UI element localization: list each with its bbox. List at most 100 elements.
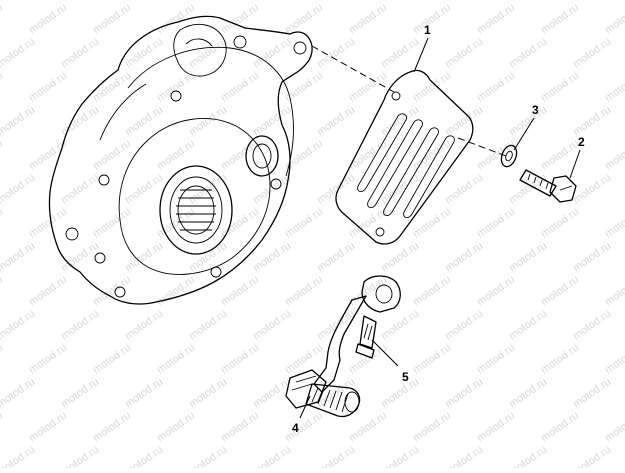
watermark-text: motod.ru [155, 138, 197, 173]
callout-2: 2 [578, 135, 585, 149]
watermark-text: motod.ru [283, 410, 325, 445]
watermark-text: motod.ru [411, 2, 453, 37]
watermark-text: motod.ru [27, 206, 69, 241]
watermark-text: motod.ru [443, 444, 485, 468]
watermark-text: motod.ru [123, 376, 165, 411]
watermark-text: motod.ru [475, 274, 517, 309]
watermark-text: motod.ru [59, 172, 101, 207]
watermark-text: motod.ru [0, 444, 37, 468]
watermark-text: motod.ru [123, 240, 165, 275]
watermark-text: motod.ru [251, 36, 293, 71]
watermark-text: motod.ru [539, 70, 581, 105]
watermark-text: motod.ru [123, 36, 165, 71]
watermark-text: motod.ru [0, 2, 5, 37]
watermark-text: motod.ru [507, 376, 549, 411]
watermark-text: motod.ru [443, 376, 485, 411]
watermark-text: motod.ru [443, 172, 485, 207]
watermark-text: motod.ru [571, 104, 613, 139]
watermark-text: motod.ru [251, 104, 293, 139]
watermark-text: motod.ru [571, 36, 613, 71]
watermark-text: motod.ru [155, 410, 197, 445]
watermark-text: motod.ru [475, 2, 517, 37]
watermark-text: motod.ru [443, 104, 485, 139]
watermark-text: motod.ru [59, 104, 101, 139]
watermark-text: motod.ru [0, 274, 5, 309]
watermark-text: motod.ru [603, 342, 625, 377]
watermark-text: motod.ru [571, 308, 613, 343]
watermark-text: motod.ru [91, 138, 133, 173]
watermark-text: motod.ru [603, 2, 625, 37]
watermark-text: motod.ru [475, 342, 517, 377]
watermark-text: motod.ru [571, 444, 613, 468]
watermark-text: motod.ru [315, 308, 357, 343]
bolt [519, 169, 577, 203]
watermark-text: motod.ru [507, 308, 549, 343]
watermark-text: motod.ru [155, 342, 197, 377]
watermark-text: motod.ru [91, 410, 133, 445]
watermark-text: motod.ru [283, 342, 325, 377]
watermark-text: motod.ru [0, 308, 37, 343]
watermark-text: motod.ru [571, 0, 613, 2]
watermark-text: motod.ru [219, 342, 261, 377]
watermark-text: motod.ru [475, 206, 517, 241]
watermark-text: motod.ru [59, 444, 101, 468]
watermark-text: motod.ru [539, 2, 581, 37]
watermark-text: motod.ru [315, 240, 357, 275]
watermark-text: motod.ru [603, 206, 625, 241]
watermark-text: motod.ru [603, 274, 625, 309]
watermark-text: motod.ru [475, 138, 517, 173]
watermark-text: motod.ru [0, 172, 37, 207]
watermark-text: motod.ru [507, 444, 549, 468]
watermark-text: motod.ru [443, 36, 485, 71]
watermark-text: motod.ru [411, 138, 453, 173]
watermark-text: motod.ru [411, 410, 453, 445]
watermark-text: motod.ru [187, 240, 229, 275]
watermark-text: motod.ru [539, 138, 581, 173]
guard-plate [335, 69, 474, 245]
watermark-text: motod.ru [219, 274, 261, 309]
watermark-text: motod.ru [91, 342, 133, 377]
watermark-text: motod.ru [155, 274, 197, 309]
watermark-text: motod.ru [379, 36, 421, 71]
watermark-text: motod.ru [187, 308, 229, 343]
watermark-text: motod.ru [507, 0, 549, 2]
watermark-text: motod.ru [379, 240, 421, 275]
watermark-text: motod.ru [347, 410, 389, 445]
watermark-text: motod.ru [123, 0, 165, 2]
watermark-text: motod.ru [251, 308, 293, 343]
watermark-text: motod.ru [379, 308, 421, 343]
watermark-text: motod.ru [0, 206, 5, 241]
alignment-line-bolt [457, 137, 507, 157]
alignment-line-cover [311, 45, 395, 93]
leader-1 [413, 37, 429, 73]
watermark-text: motod.ru [475, 410, 517, 445]
watermark-text: motod.ru [571, 172, 613, 207]
watermark-text: motod.ru [603, 410, 625, 445]
watermark-text: motod.ru [475, 70, 517, 105]
watermark-text: motod.ru [27, 410, 69, 445]
watermark-text: motod.ru [443, 240, 485, 275]
watermark-text: motod.ru [539, 342, 581, 377]
watermark-text: motod.ru [91, 2, 133, 37]
watermark-text: motod.ru [539, 410, 581, 445]
watermark-text: motod.ru [123, 444, 165, 468]
watermark-text: motod.ru [187, 0, 229, 2]
watermark-text: motod.ru [283, 70, 325, 105]
watermark-text: motod.ru [0, 240, 37, 275]
watermark-text: motod.ru [411, 70, 453, 105]
watermark-text: motod.ru [251, 172, 293, 207]
watermark-text: motod.ru [187, 444, 229, 468]
watermark-text: motod.ru [27, 274, 69, 309]
leader-4 [299, 395, 311, 419]
callout-3: 3 [532, 103, 539, 117]
watermark-text: motod.ru [59, 36, 101, 71]
watermark-text: motod.ru [315, 444, 357, 468]
watermark-text: motod.ru [411, 206, 453, 241]
watermark-text: motod.ru [603, 70, 625, 105]
watermark-text: motod.ru [27, 2, 69, 37]
engine-side-cover [48, 15, 313, 305]
watermark-text: motod.ru [0, 104, 37, 139]
watermark-text: motod.ru [0, 410, 5, 445]
